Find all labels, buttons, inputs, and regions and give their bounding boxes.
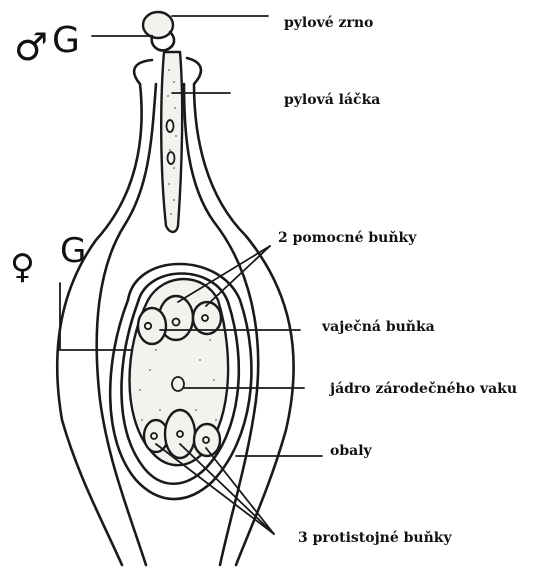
pollen-tube — [161, 52, 182, 232]
labels: pylové zrno pylová láčka 2 pomocné buňky… — [278, 15, 517, 546]
label-pollen-tube: pylová láčka — [284, 92, 380, 108]
female-symbol-icon: ♀ — [10, 247, 35, 287]
female-gametophyte-symbol: ♀ G — [10, 231, 148, 350]
leader-antipodal-middle — [180, 444, 274, 534]
pollen-grain — [143, 12, 173, 38]
label-central-nucleus: jádro zárodečného vaku — [328, 381, 517, 397]
embryo-sac — [130, 279, 229, 465]
outer-wall-left — [57, 60, 152, 565]
female-g-letter: G — [60, 231, 86, 271]
label-synergids: 2 pomocné buňky — [278, 230, 417, 246]
antipodal-cell-middle — [165, 410, 195, 458]
antipodal-cell-right — [194, 424, 220, 456]
male-symbol-icon: ♂ — [14, 25, 48, 69]
label-pollen-grain: pylové zrno — [284, 15, 373, 31]
pollen — [143, 12, 182, 232]
label-integuments: obaly — [330, 443, 373, 459]
label-egg-cell: vaječná buňka — [321, 319, 435, 335]
label-antipodals: 3 protistojné buňky — [298, 530, 452, 546]
male-g-letter: G — [52, 20, 80, 61]
male-gametophyte-symbol: ♂ G — [14, 20, 150, 69]
